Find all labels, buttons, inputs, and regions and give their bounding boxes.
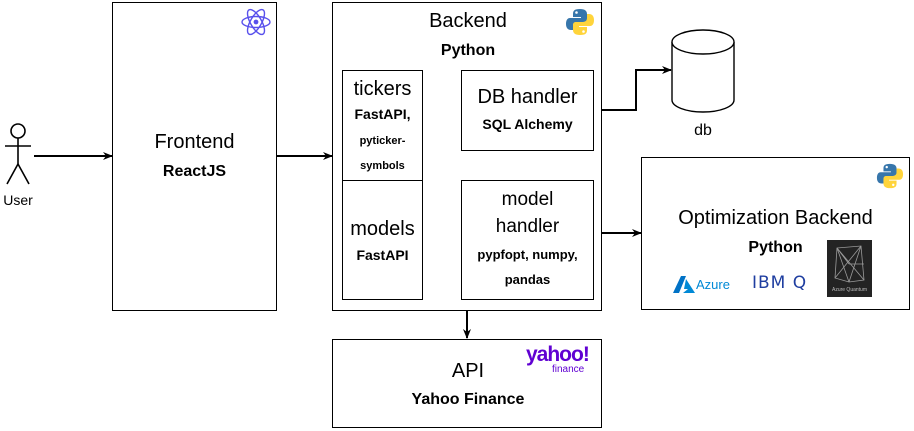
- react-icon: [241, 8, 271, 36]
- frontend-title: Frontend: [154, 131, 235, 153]
- azure-quantum-logo: Azure Quantum: [827, 240, 872, 297]
- tickers-tech-line1: FastAPI,: [354, 106, 411, 122]
- model-handler-tech-line2: pandas: [504, 272, 551, 287]
- db-handler-tech: SQL Alchemy: [482, 116, 573, 132]
- models-title: models: [350, 218, 415, 240]
- model-handler-box: model handler pypfopt, numpy, pandas: [461, 180, 594, 300]
- tickers-title: tickers: [353, 78, 412, 100]
- tickers-tech-line3: symbols: [360, 160, 405, 172]
- python-icon: [876, 163, 904, 189]
- user-label: User: [3, 192, 33, 208]
- db-handler-box: DB handler SQL Alchemy: [461, 70, 594, 151]
- azure-logo-text: Azure: [696, 277, 730, 292]
- yahoo-logo: yahoo!: [526, 343, 590, 366]
- api-box: API Yahoo Finance yahoo! finance: [332, 339, 602, 428]
- model-handler-title-line2: handler: [495, 216, 560, 237]
- frontend-box: Frontend ReactJS: [112, 2, 277, 311]
- azure-quantum-logo-text: Azure Quantum: [831, 287, 868, 293]
- models-box: models FastAPI: [342, 180, 423, 300]
- optimization-backend-box: Optimization Backend Python Azure IBM Q …: [641, 157, 910, 310]
- optimization-tech: Python: [748, 239, 803, 256]
- models-tech: FastAPI: [356, 247, 409, 263]
- api-title: API: [451, 360, 485, 382]
- optimization-title: Optimization Backend: [678, 207, 873, 229]
- tickers-tech-line2: pyticker-: [359, 135, 406, 147]
- model-handler-title-line1: model: [501, 189, 554, 210]
- arrow-db-handler-db: [594, 66, 672, 111]
- azure-quantum-glyph-icon: [834, 245, 865, 283]
- python-icon: [566, 9, 594, 35]
- db-handler-title: DB handler: [477, 86, 578, 108]
- db-label: db: [694, 122, 712, 139]
- ibm-q-logo: IBM Q: [752, 273, 808, 293]
- backend-tech: Python: [440, 42, 496, 59]
- model-handler-tech-line1: pypfopt, numpy,: [477, 247, 578, 262]
- azure-logo-icon: [673, 276, 695, 293]
- frontend-tech: ReactJS: [162, 163, 227, 180]
- database-cylinder-icon: [671, 29, 735, 113]
- tickers-box: tickers FastAPI, pyticker- symbols: [342, 70, 423, 181]
- api-tech: Yahoo Finance: [411, 391, 525, 408]
- user-actor-icon: [5, 123, 31, 185]
- backend-title: Backend: [429, 10, 507, 32]
- yahoo-finance-logo-sub: finance: [552, 364, 585, 375]
